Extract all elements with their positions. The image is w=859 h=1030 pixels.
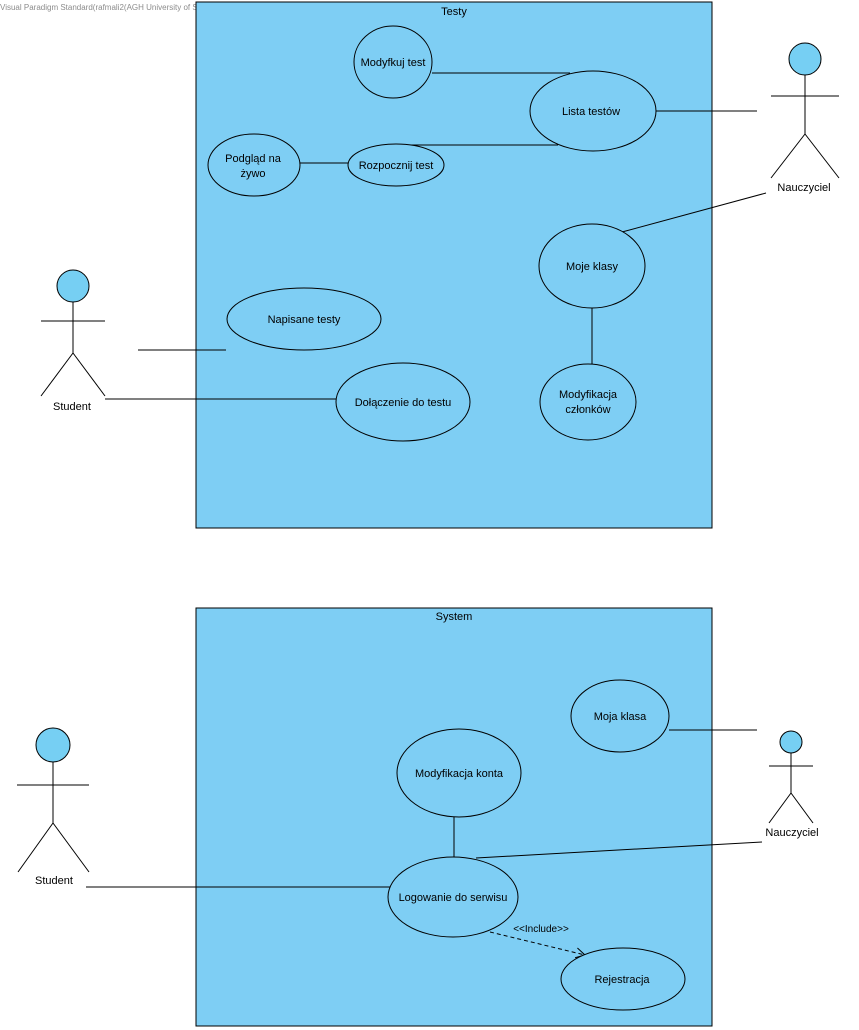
include-dependency-arrow (489, 931, 587, 959)
use-case-label-line2: żywo (240, 168, 265, 180)
use-case-logowanie-do-serwisu[interactable]: Logowanie do serwisu (387, 856, 519, 938)
use-case-rejestracja[interactable]: Rejestracja (560, 947, 686, 1011)
use-case-label-line1: Podgląd na (225, 153, 282, 165)
actor-head (779, 730, 803, 754)
use-case-label: Rozpocznij test (359, 160, 434, 172)
system-title-testy: Testy (441, 6, 467, 18)
use-case-label: Rejestracja (594, 974, 650, 986)
use-case-modyfikacja-konta[interactable]: Modyfikacja konta (396, 728, 522, 818)
use-case-modyfikacja-czlonkow[interactable]: Modyfikacja członków (539, 363, 637, 441)
use-case-label: Logowanie do serwisu (399, 892, 508, 904)
use-case-label-line2: członków (565, 404, 610, 416)
actor-nauczyciel-bottom[interactable]: Nauczyciel (765, 730, 819, 839)
actor-head (56, 269, 90, 303)
include-stereotype-label: <<Include>> (513, 924, 569, 935)
watermark-text: Visual Paradigm Standard(rafmali2(AGH Un… (0, 3, 285, 12)
use-case-napisane-testy[interactable]: Napisane testy (226, 287, 382, 351)
use-case-moja-klasa[interactable]: Moja klasa (570, 679, 670, 753)
use-case-label: Lista testów (562, 106, 620, 118)
actor-label: Student (53, 401, 91, 413)
use-case-rozpocznij-test[interactable]: Rozpocznij test (347, 143, 445, 187)
actor-head (788, 42, 822, 76)
actor-label: Nauczyciel (777, 182, 830, 194)
use-case-label: Moja klasa (594, 711, 647, 723)
assoc-mojeklasy-nauczyciel (621, 192, 767, 233)
actor-student-top[interactable]: Student (40, 269, 106, 413)
use-case-lista-testow[interactable]: Lista testów (529, 70, 657, 152)
use-case-label-line1: Modyfikacja (559, 389, 618, 401)
associations-bottom (86, 729, 763, 959)
actor-nauczyciel-top[interactable]: Nauczyciel (770, 42, 840, 194)
use-case-label: Moje klasy (566, 261, 618, 273)
use-case-label: Napisane testy (268, 314, 341, 326)
use-case-label: Modyfkuj test (361, 57, 426, 69)
use-case-label: Modyfikacja konta (415, 768, 504, 780)
actor-student-bottom[interactable]: Student (17, 727, 90, 887)
actor-label: Nauczyciel (765, 827, 818, 839)
use-case-modyfikuj-test[interactable]: Modyfkuj test (353, 25, 433, 99)
assoc-logowanie-nauczyciel (475, 841, 763, 859)
use-case-label: Dołączenie do testu (355, 397, 452, 409)
associations-top (105, 72, 767, 400)
use-case-podglad-na-zywo[interactable]: Podgląd na żywo (207, 133, 301, 197)
actor-label: Student (35, 875, 73, 887)
use-case-moje-klasy[interactable]: Moje klasy (538, 223, 646, 309)
use-case-dolaczenie-do-testu[interactable]: Dołączenie do testu (335, 362, 471, 442)
system-title-system: System (436, 611, 473, 623)
actor-head (35, 727, 71, 763)
